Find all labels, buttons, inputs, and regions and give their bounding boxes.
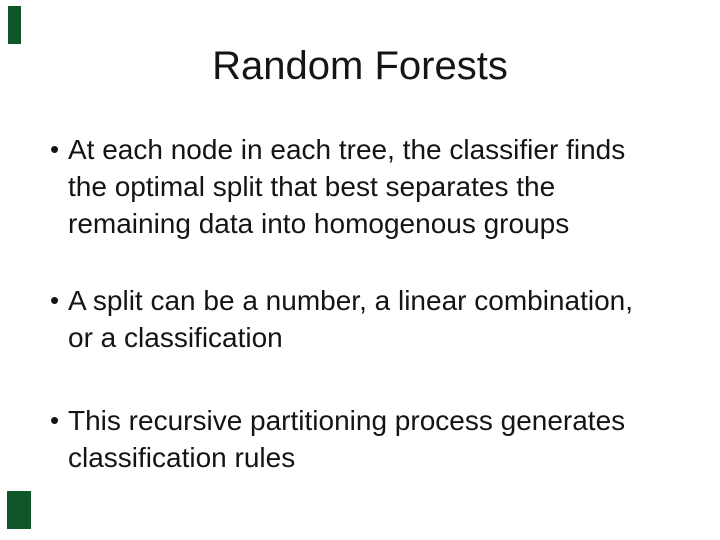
bullet-2-line-2: or a classification xyxy=(68,322,283,353)
bullet-item-1: • At each node in each tree, the classif… xyxy=(50,131,675,242)
bullet-2-line-1: A split can be a number, a linear combin… xyxy=(68,285,634,316)
bullet-3-line-2: classification rules xyxy=(68,442,296,473)
bullet-1-line-2: the optimal split that best separates th… xyxy=(68,171,556,202)
bullet-text-2: A split can be a number, a linear combin… xyxy=(68,282,675,356)
bullet-dot-icon: • xyxy=(50,405,60,435)
bullet-item-3: • This recursive partitioning process ge… xyxy=(50,402,675,476)
bullet-text-3: This recursive partitioning process gene… xyxy=(68,402,675,476)
corner-accent-bottom-left xyxy=(7,491,31,529)
corner-accent-top-left xyxy=(8,6,21,44)
bullet-item-2: • A split can be a number, a linear comb… xyxy=(50,282,675,356)
slide-title: Random Forests xyxy=(212,44,508,88)
bullet-1-line-3: remaining data into homogenous groups xyxy=(68,208,570,239)
bullet-dot-icon: • xyxy=(50,134,60,164)
bullet-text-1: At each node in each tree, the classifie… xyxy=(68,131,675,242)
bullet-1-line-1: At each node in each tree, the classifie… xyxy=(68,134,626,165)
bullet-3-line-1: This recursive partitioning process gene… xyxy=(68,405,626,436)
bullet-dot-icon: • xyxy=(50,285,60,315)
bullet-list: • At each node in each tree, the classif… xyxy=(50,131,675,476)
